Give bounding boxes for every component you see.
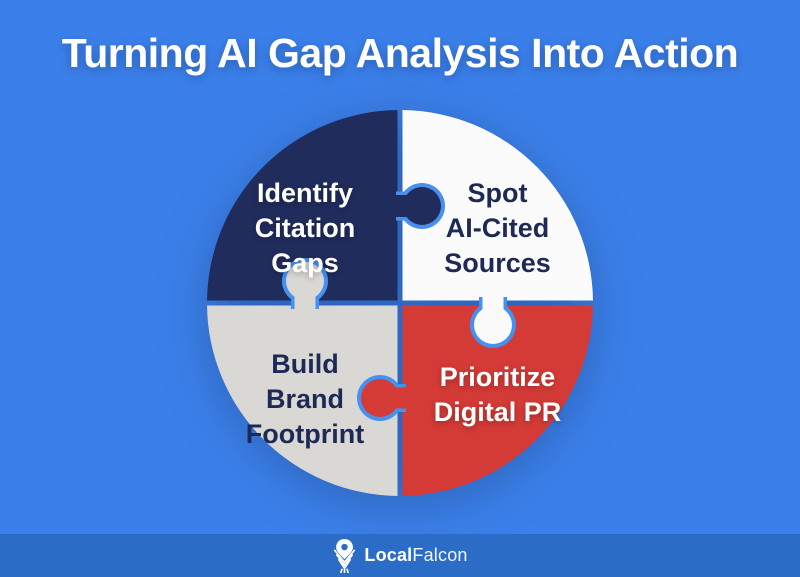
label-prioritize-digital-pr: Prioritize Digital PR [433, 362, 562, 427]
puzzle-knob-white-to-red [470, 293, 516, 348]
puzzle-knob-gray-to-navy [282, 258, 328, 313]
footer-bar: LocalFalcon [0, 534, 800, 577]
localfalcon-logo-text: LocalFalcon [364, 545, 467, 566]
label-spot-ai-cited-sources: Spot AI-Cited Sources [444, 178, 551, 278]
quadrant-identify-citation-gaps [207, 110, 398, 301]
quadrant-prioritize-digital-pr [402, 305, 593, 496]
quadrant-build-brand-footprint [207, 305, 398, 496]
label-identify-citation-gaps: Identify Citation Gaps [254, 178, 356, 278]
localfalcon-pin-icon [332, 538, 357, 573]
quadrant-spot-ai-cited-sources [402, 110, 593, 301]
label-build-brand-footprint: Build Brand Footprint [245, 349, 365, 449]
puzzle-knob-navy-to-white [392, 183, 445, 229]
page-title: Turning AI Gap Analysis Into Action [61, 30, 739, 76]
logo-text-falcon: Falcon [412, 545, 468, 565]
puzzle-knob-red-to-gray [357, 375, 409, 421]
logo-text-local: Local [364, 545, 413, 565]
